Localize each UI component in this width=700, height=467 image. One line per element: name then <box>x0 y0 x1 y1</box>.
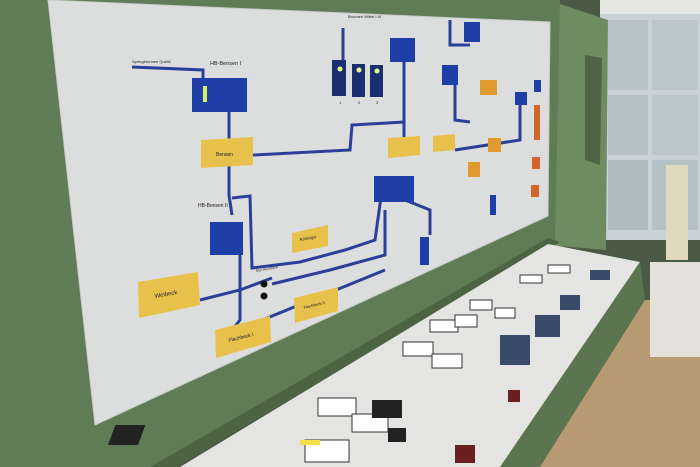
box-roehlinger <box>292 225 328 253</box>
reservoir-tank-1 <box>192 78 247 112</box>
reservoir-2-label: HB-Bensen II <box>198 203 228 209</box>
box-weibeck-label: Weibeck <box>154 290 179 300</box>
wells-label: Brunnen Wittel I-III <box>348 14 381 19</box>
reservoir-tank-2 <box>210 222 243 255</box>
box-flachbeck-2 <box>294 287 338 323</box>
console-instruments <box>108 264 610 463</box>
box-bensen <box>201 137 253 168</box>
well-number: 1 <box>339 100 342 105</box>
box-flachbeck-1 <box>215 316 271 358</box>
console-edge <box>150 238 560 467</box>
box-bensen-label: Bensen <box>216 152 233 158</box>
pump-label: SGt Hochbeck <box>255 265 278 273</box>
other-tanks <box>374 22 541 265</box>
box-flachbeck-2-label: Flachbeck II <box>303 300 325 310</box>
mimic-panel <box>47 0 551 426</box>
yellow-boxes <box>138 134 455 358</box>
box-roehlinger-label: Röhlinger <box>299 234 317 242</box>
console-side <box>500 262 645 467</box>
pump-icons <box>260 280 268 300</box>
side-cabinet <box>650 262 700 357</box>
well-number: 3 <box>376 100 379 105</box>
orange-boxes <box>468 80 540 197</box>
box-weibeck <box>138 272 200 318</box>
reservoir-1-label: HB-Bensen I <box>210 61 242 67</box>
well-tanks <box>332 60 383 97</box>
source-label: Springbrunnen Quelle <box>132 59 172 64</box>
well-number: 2 <box>358 100 361 105</box>
pipe-column <box>666 165 688 260</box>
